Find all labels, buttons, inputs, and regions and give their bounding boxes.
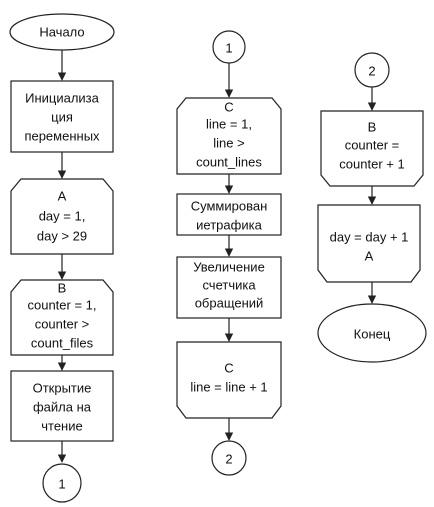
init-variables-line-1: Инициализа [25, 91, 100, 106]
loop-a-end-line-2: A [365, 249, 374, 264]
start-terminator: Начало [9, 13, 115, 51]
loop-a-start: A day = 1, day > 29 [10, 178, 114, 255]
loop-c-start-line-3: line > [213, 136, 244, 151]
connector-1-in-label: 1 [225, 41, 232, 56]
connector-1-in: 1 [212, 30, 246, 64]
loop-a-start-line-3: day > 29 [37, 229, 87, 244]
connector-1-out-label: 1 [58, 477, 65, 492]
open-file-line-3: чтение [41, 419, 82, 434]
connector-2-in: 2 [354, 52, 390, 88]
increment-counter-line-2: счетчика [202, 278, 256, 293]
open-file-line-2: файла на [33, 400, 92, 415]
increment-counter-line-3: обращений [195, 296, 264, 311]
loop-b-end-line-3: counter + 1 [339, 157, 404, 172]
loop-c-start-line-1: C [224, 100, 233, 115]
loop-c-start-line-4: count_lines [196, 155, 262, 170]
loop-b-end-line-1: B [368, 120, 377, 135]
init-variables-process: Инициализа ция переменных [10, 80, 114, 153]
loop-c-end-line-1: C [224, 361, 233, 376]
loop-b-end: B counter = counter + 1 [320, 110, 424, 187]
connector-2-in-label: 2 [368, 64, 375, 79]
connector-2-out-label: 2 [225, 452, 232, 467]
loop-a-start-line-1: A [58, 189, 67, 204]
open-file-line-1: Открытие [33, 381, 92, 396]
flow-arrows [57, 50, 377, 463]
loop-b-start: B counter = 1, counter > count_files [10, 279, 114, 356]
init-variables-line-3: переменных [24, 129, 100, 144]
init-variables-line-2: ция [51, 110, 73, 125]
start-label: Начало [39, 25, 84, 40]
sum-traffic-process: Суммирован иетрафика [176, 193, 282, 236]
open-file-process: Открытие файла на чтение [10, 370, 114, 442]
loop-b-start-line-4: count_files [31, 336, 94, 351]
end-terminator: Конец [317, 303, 427, 363]
loop-b-start-line-2: counter = 1, [27, 298, 96, 313]
loop-b-start-line-1: B [58, 281, 67, 296]
connector-2-out: 2 [211, 440, 247, 476]
loop-c-start-line-2: line = 1, [206, 117, 252, 132]
end-label: Конец [354, 327, 391, 342]
loop-c-start: C line = 1, line > count_lines [176, 97, 282, 175]
loop-c-end-line-2: line = line + 1 [190, 380, 267, 395]
sum-traffic-line-2: иетрафика [196, 218, 262, 233]
loop-a-start-line-2: day = 1, [39, 209, 86, 224]
loop-b-start-line-3: counter > [35, 317, 90, 332]
loop-a-end-line-1: day = day + 1 [330, 230, 409, 245]
increment-counter-line-1: Увеличение [193, 260, 265, 275]
loop-b-end-line-2: counter = [345, 138, 400, 153]
increment-counter-process: Увеличение счетчика обращений [176, 256, 282, 319]
connector-1-out: 1 [42, 463, 82, 503]
loop-c-end: C line = line + 1 [176, 341, 282, 419]
loop-a-end: day = day + 1 A [317, 204, 421, 283]
sum-traffic-line-1: Суммирован [191, 199, 268, 214]
